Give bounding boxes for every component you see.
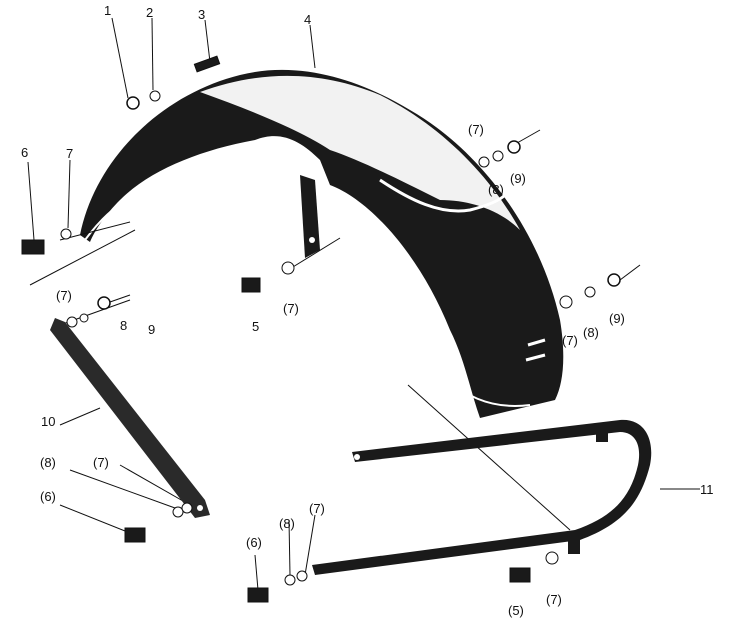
label-7a: 7 [66,146,74,161]
label-3: 3 [198,7,206,22]
stay-11 [312,419,652,575]
label-7f: (7) [93,455,109,470]
label-8b: (8) [488,182,504,197]
label-6f: (6) [40,489,56,504]
label-7b: (7) [468,122,484,137]
label-1: 1 [104,3,112,18]
label-7c: (7) [283,301,299,316]
label-5a: 5 [252,319,260,334]
label-11: 11 [700,482,714,497]
rear-fender [80,69,564,419]
label-5h: (5) [508,603,524,618]
label-6g: (6) [246,535,262,550]
label-8e: (8) [583,325,599,340]
label-8f: (8) [40,455,56,470]
label-7e: (7) [562,333,578,348]
label-9a: 9 [148,322,156,337]
label-7d: (7) [56,288,72,303]
label-7g: (7) [309,501,325,516]
label-9b: (9) [510,171,526,186]
label-9e: (9) [609,311,625,326]
label-8a: 8 [120,318,128,333]
label-8g: (8) [279,516,295,531]
stay-10 [50,318,210,518]
label-7h: (7) [546,592,562,607]
label-2: 2 [146,5,154,20]
hardware [21,55,621,603]
label-6a: 6 [21,145,29,160]
label-4: 4 [304,12,312,27]
label-10: 10 [41,414,56,429]
